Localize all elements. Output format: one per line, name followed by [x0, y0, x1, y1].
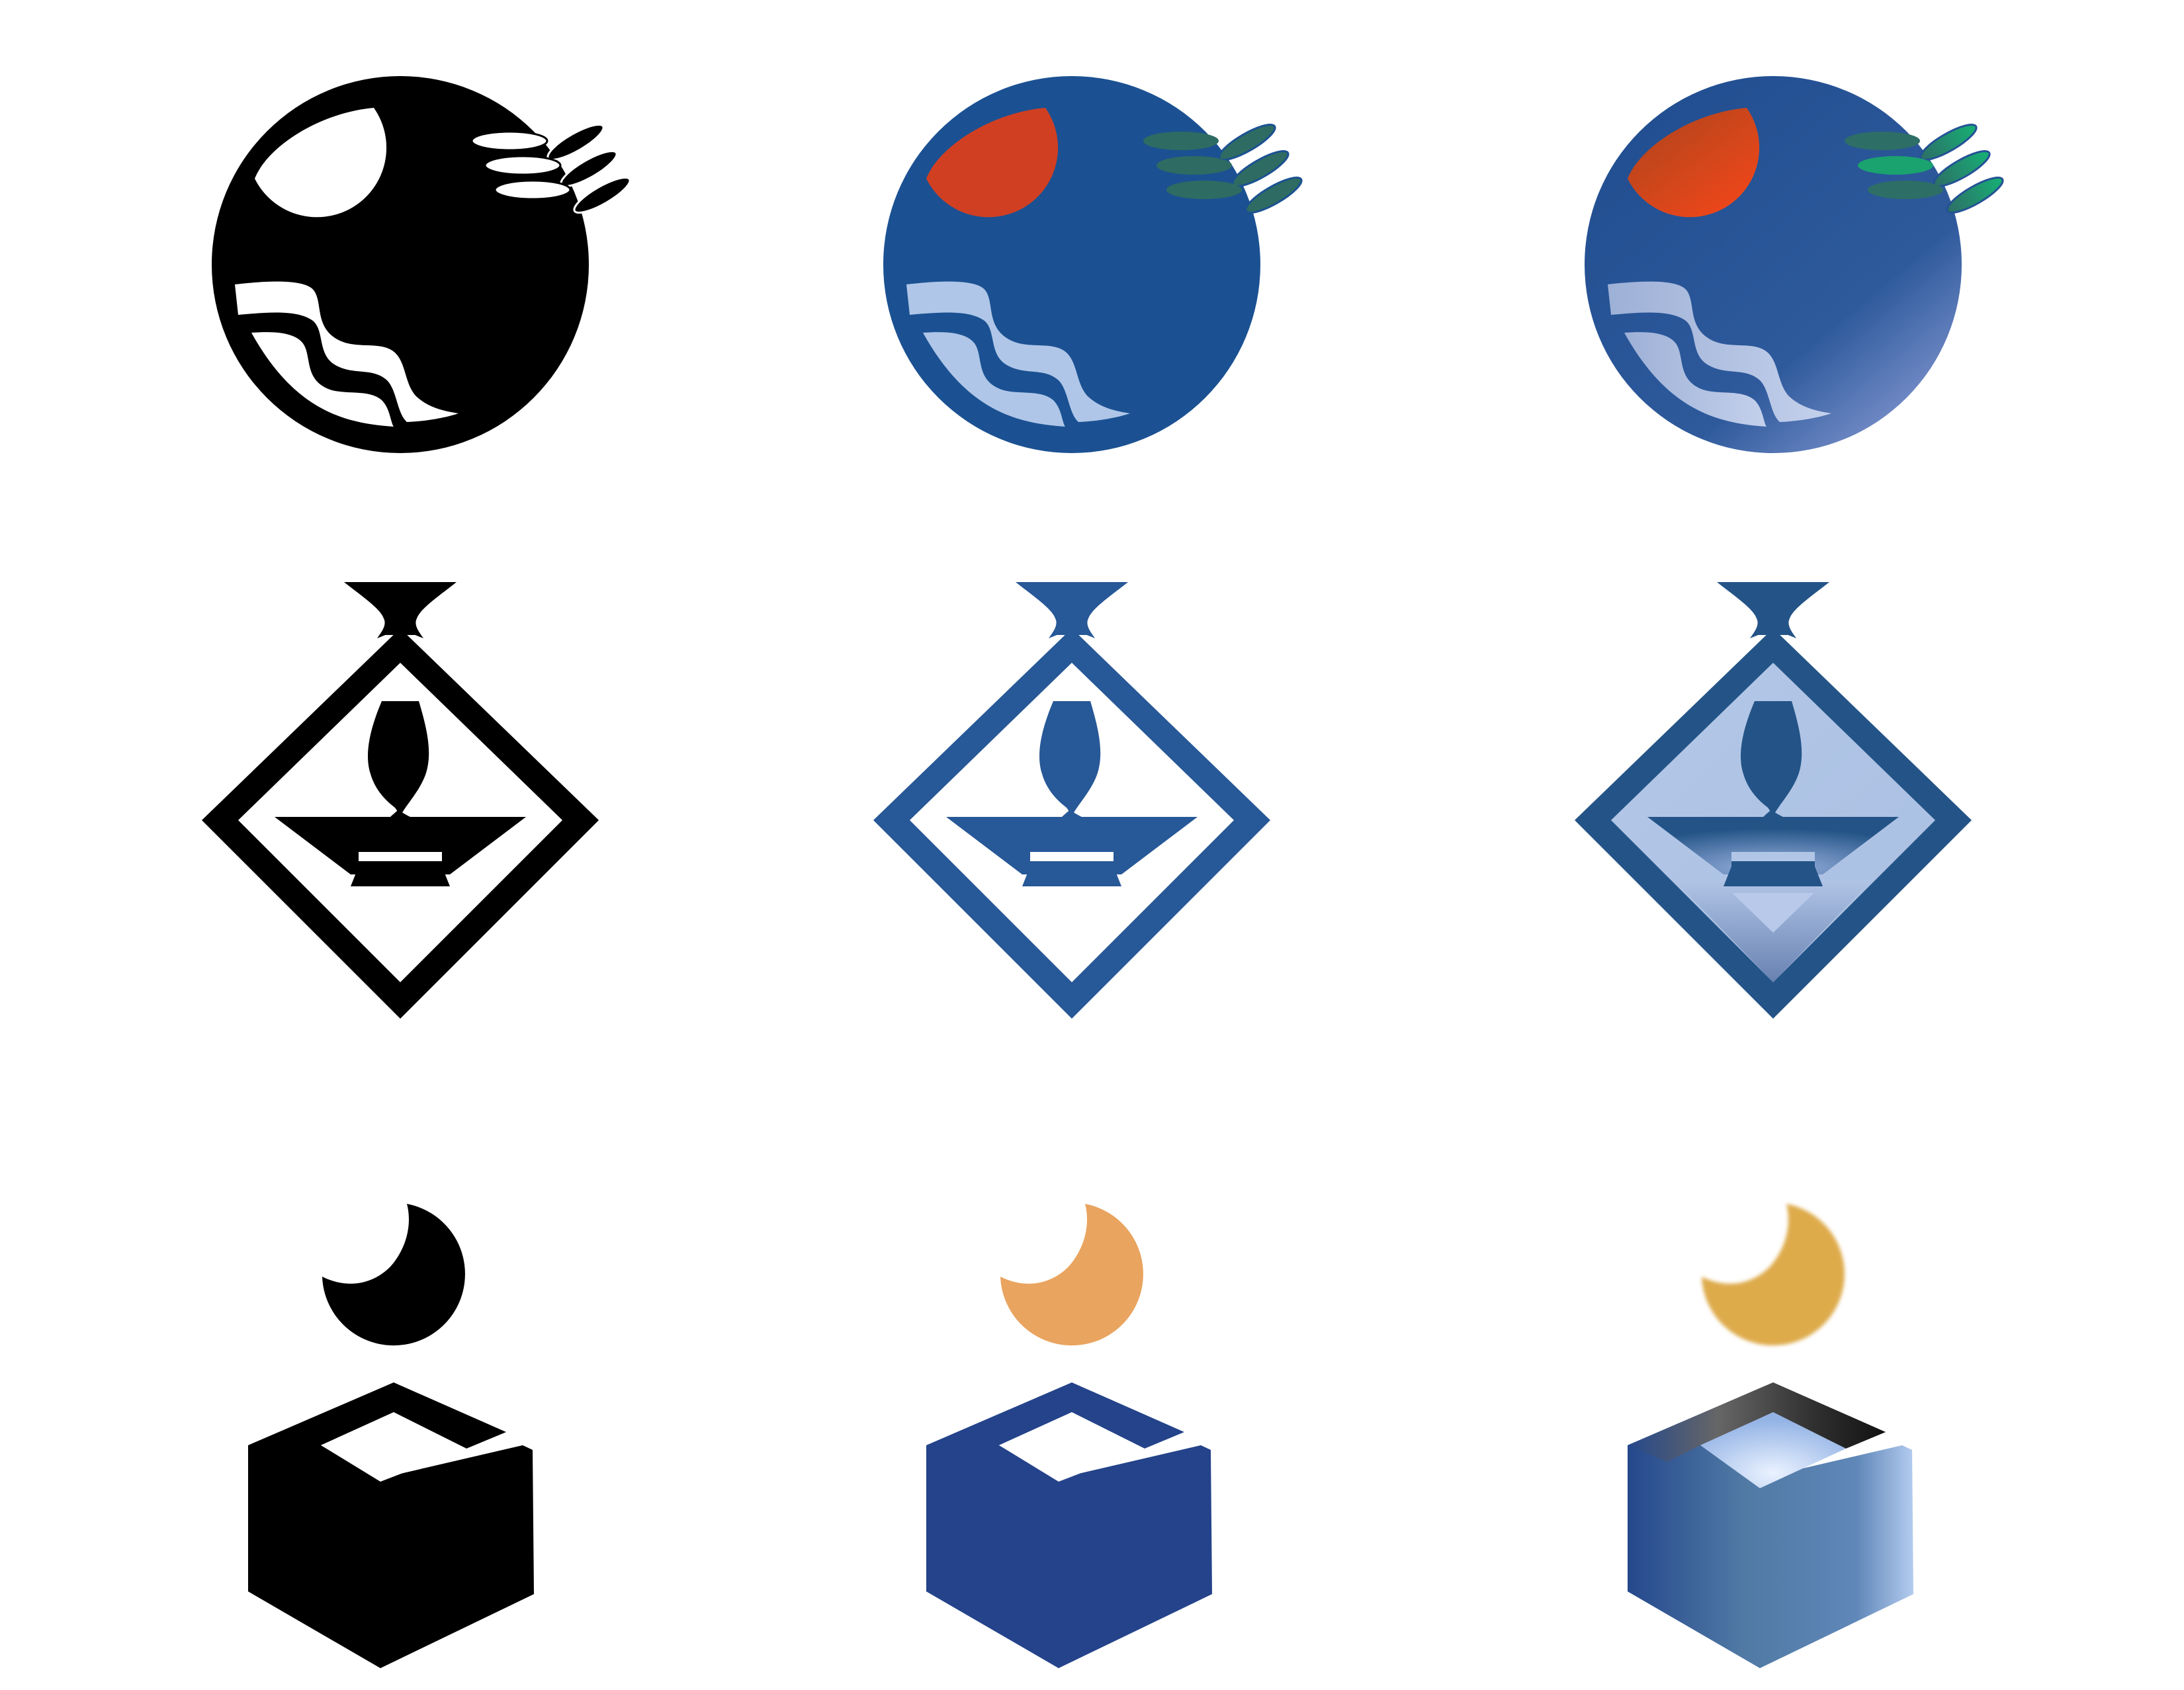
leaf-horizontal — [1868, 181, 1943, 199]
box-inner — [1700, 1412, 1846, 1488]
box-inner — [321, 1412, 466, 1482]
vase-neck-cap — [1719, 582, 1827, 635]
box-body — [1628, 1382, 1913, 1668]
vase-stem — [1724, 861, 1823, 886]
leaf-diagonal — [573, 176, 631, 214]
vase-base-notch — [1031, 893, 1113, 933]
sun-shape — [926, 108, 1059, 218]
vase-base-notch — [1732, 893, 1814, 933]
wave-lower — [251, 332, 394, 427]
sun-shape — [1628, 108, 1760, 218]
crescent-moon — [322, 1204, 465, 1346]
vase-band — [1030, 852, 1114, 861]
wave-lower — [923, 332, 1065, 427]
leaf-diagonal — [1218, 123, 1276, 161]
box-body — [248, 1382, 534, 1668]
box-logo-flat-color — [926, 1204, 1212, 1668]
wave-upper — [235, 281, 459, 422]
diamond-logo-gradient — [1575, 582, 1972, 1019]
diamond-logo-flat-color — [873, 582, 1270, 1019]
diamond-logo-monochrome — [202, 582, 599, 1019]
moon-group — [322, 1204, 465, 1346]
vase-base-notch — [359, 893, 441, 933]
box-body — [926, 1382, 1212, 1668]
leaf-diagonal — [1245, 176, 1303, 214]
vase-band — [359, 852, 442, 861]
box-inner — [999, 1412, 1145, 1482]
moon-group — [1000, 1204, 1143, 1346]
vase-neck-cap — [346, 582, 455, 635]
leaf-horizontal — [1166, 181, 1242, 199]
vase-bulb — [1043, 701, 1101, 817]
leaf-horizontal — [1143, 132, 1219, 150]
circle-logo-flat-color — [883, 76, 1303, 453]
leaf-horizontal — [1845, 132, 1920, 150]
moon-group — [1702, 1204, 1845, 1346]
crescent-moon — [1702, 1204, 1845, 1346]
vase-stem — [351, 861, 450, 886]
leaf-diagonal — [1919, 123, 1978, 161]
leaf-diagonal — [1946, 176, 2004, 214]
vase-band — [1731, 852, 1815, 861]
vase-bowl — [1647, 817, 1899, 874]
crescent-moon — [1000, 1204, 1143, 1346]
leaf-horizontal — [494, 179, 572, 200]
sun-shape — [255, 108, 387, 218]
box-logo-monochrome — [248, 1204, 534, 1668]
leaf-horizontal — [484, 155, 562, 176]
circle-logo-monochrome — [212, 76, 631, 453]
circle-logo-gradient — [1585, 76, 2004, 453]
vase-neck-cap — [1018, 582, 1126, 635]
vase-bowl — [946, 817, 1198, 874]
leaf-horizontal — [1157, 156, 1232, 175]
leaf-horizontal — [470, 130, 548, 151]
vase-bulb — [371, 701, 429, 817]
box-top-dark — [1628, 1382, 1886, 1462]
wave-upper — [906, 281, 1130, 422]
vase-bowl — [275, 817, 526, 874]
wave-upper — [1608, 281, 1831, 422]
box-logo-gradient — [1628, 1204, 1913, 1668]
vase-bulb — [1744, 701, 1802, 817]
leaf-horizontal — [1858, 156, 1933, 175]
vase-stem — [1022, 861, 1121, 886]
wave-lower — [1624, 332, 1767, 427]
